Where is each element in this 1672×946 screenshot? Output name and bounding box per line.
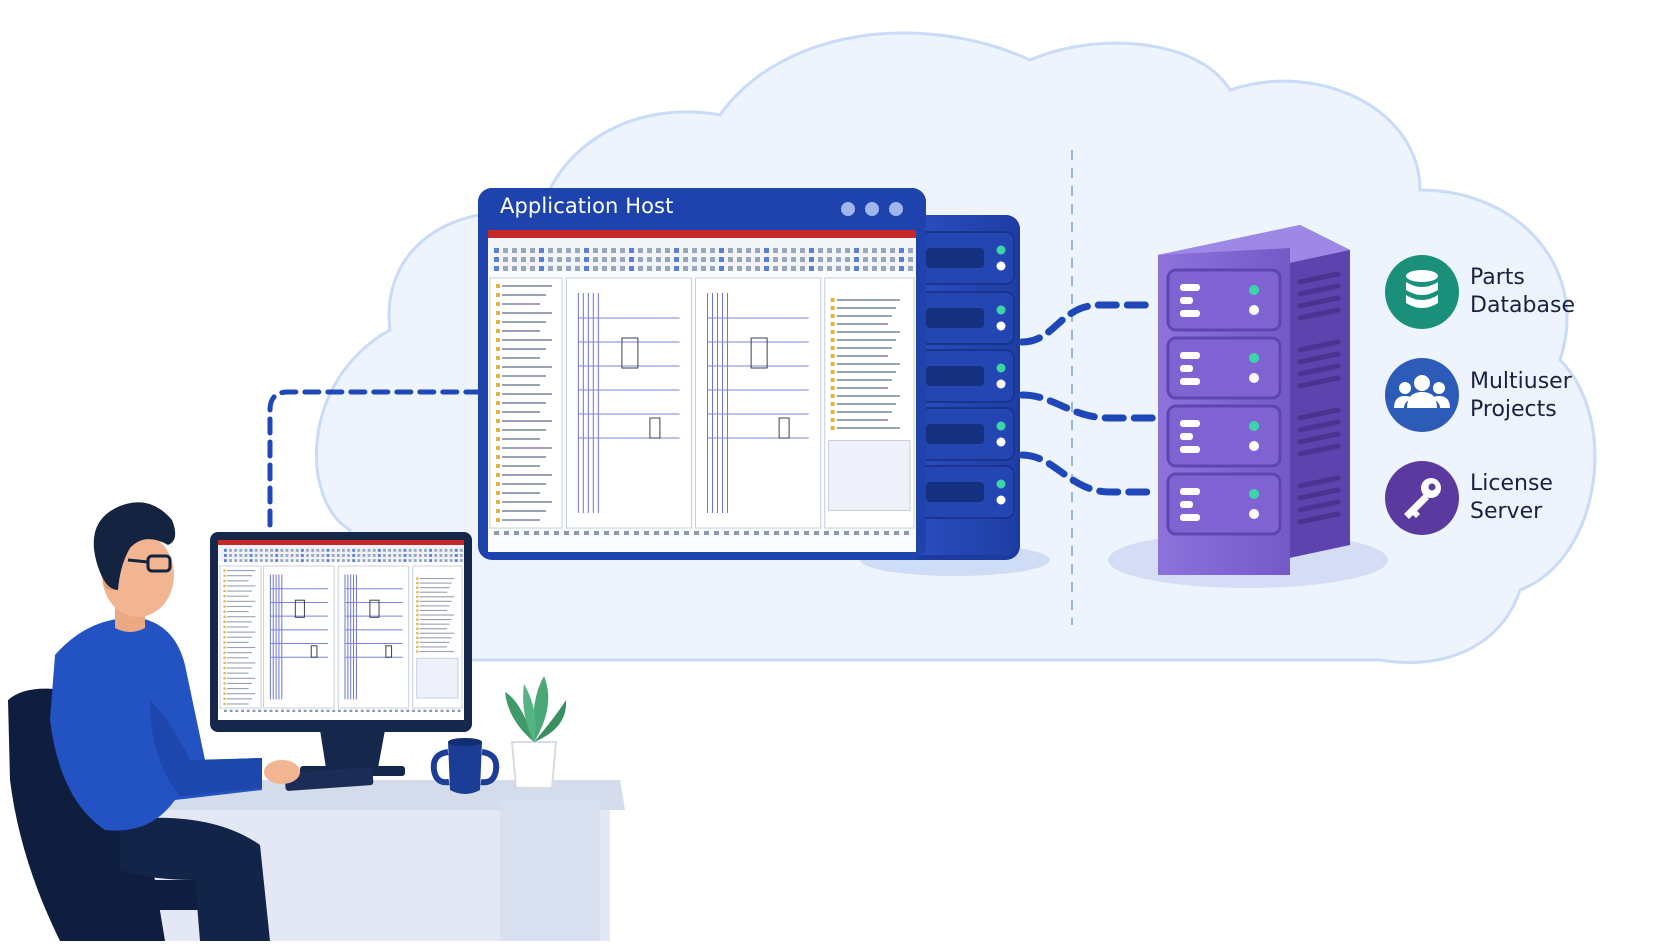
license-server-badge: [1385, 461, 1459, 535]
user-person: [50, 502, 300, 941]
users-icon: [1394, 375, 1450, 408]
parts-database-label: Parts Database: [1470, 265, 1575, 318]
app-server-units: [909, 231, 1015, 519]
window-dot-2: [865, 202, 879, 216]
coffee-mug: [430, 738, 500, 794]
schematic-editor-screen: [489, 248, 915, 535]
keyboard: [284, 767, 374, 791]
backend-server-units: [1166, 268, 1341, 536]
key-icon: [1404, 478, 1441, 519]
license-server-label: License Server: [1470, 471, 1553, 524]
user-connector: [267, 389, 485, 528]
connector-bottom: [1018, 451, 1159, 496]
multiuser-projects-badge: [1385, 358, 1459, 432]
window-dot-1: [841, 202, 855, 216]
connector-top: [1018, 301, 1159, 346]
parts-database-badge: [1385, 255, 1459, 329]
application-host-title: Application Host: [500, 194, 674, 218]
monitor-screen: [219, 548, 463, 712]
potted-plant: [505, 676, 567, 789]
glasses: [146, 554, 172, 573]
server-connectors: [1018, 301, 1159, 496]
database-icon: [1406, 270, 1438, 308]
connector-middle: [1018, 391, 1159, 422]
multiuser-projects-label: Multiuser Projects: [1470, 369, 1572, 422]
window-dot-3: [889, 202, 903, 216]
